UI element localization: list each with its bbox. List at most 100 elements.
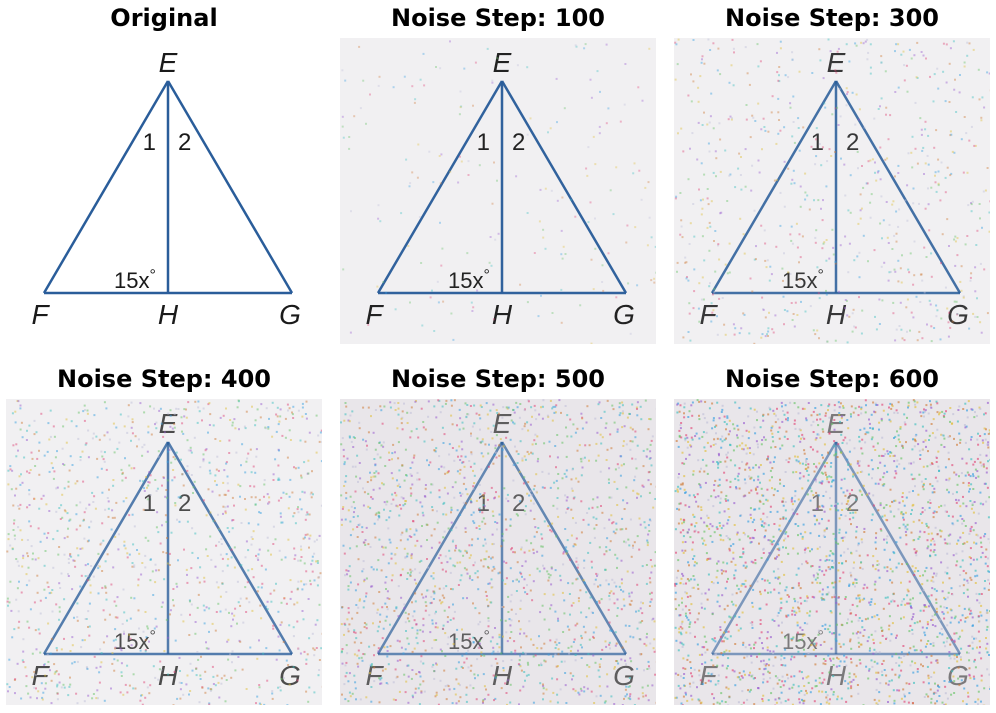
noise-speck [137,609,140,612]
noise-speck [111,652,114,655]
noise-speck [478,642,481,645]
noise-speck [707,516,710,519]
noise-speck [487,625,490,628]
noise-speck [567,646,570,649]
noise-speck [553,411,556,414]
noise-speck [96,457,99,460]
noise-speck [316,619,319,622]
noise-speck [687,279,690,282]
noise-speck [988,72,990,75]
noise-speck [115,426,118,429]
noise-speck [288,407,291,410]
noise-speck [623,540,626,543]
noise-speck [977,698,980,701]
noise-speck [365,577,368,580]
noise-speck [879,178,882,181]
noise-speck [77,411,80,414]
noise-speck [430,546,433,549]
noise-speck [887,138,890,141]
noise-speck [465,686,468,689]
noise-speck [783,323,785,326]
noise-speck [415,499,418,502]
noise-speck [265,647,268,650]
noise-speck [377,204,380,207]
noise-speck [182,484,185,487]
noise-speck [450,509,453,511]
noise-speck [473,474,476,477]
noise-speck [448,453,451,456]
noise-speck [781,267,784,270]
noise-speck [514,649,517,652]
noise-speck [15,598,18,601]
noise-speck [540,406,542,409]
noise-speck [376,568,378,571]
noise-speck [291,491,294,494]
noise-speck [428,150,431,153]
noise-speck [756,492,759,495]
noise-speck [899,427,902,430]
noise-speck [405,680,408,683]
noise-speck [555,466,557,469]
noise-speck [120,649,123,652]
noise-speck [219,440,222,442]
noise-speck [696,158,699,161]
noise-speck [501,606,503,608]
noise-speck [365,627,368,630]
noise-speck [649,519,652,522]
noise-speck [625,241,628,244]
noise-speck [553,481,556,484]
noise-speck [440,561,443,564]
noise-speck [348,672,351,675]
noise-speck [924,128,927,131]
noise-speck [712,639,715,642]
noise-speck [728,516,731,518]
noise-speck [557,653,560,656]
noise-speck [461,461,464,464]
noise-speck [530,406,533,409]
noise-speck [981,96,984,99]
noise-speck [386,650,389,652]
noise-speck [706,421,709,424]
noise-speck [564,405,567,407]
noise-speck [728,650,731,653]
noise-speck [742,312,745,315]
noise-speck [948,101,951,103]
noise-speck [601,281,604,283]
noise-speck [208,702,211,705]
noise-speck [971,200,974,203]
noise-speck [454,544,457,547]
noise-speck [409,467,412,469]
noise-speck [106,553,109,556]
noise-speck [936,659,939,662]
noise-speck [860,41,863,44]
noise-speck [560,660,563,663]
noise-speck [401,428,404,431]
noise-speck [305,417,308,420]
noise-speck [260,703,262,705]
noise-speck [362,568,365,570]
noise-speck [240,464,242,467]
noise-speck [388,459,391,461]
noise-speck [582,518,585,521]
noise-speck [937,182,940,185]
noise-speck [931,618,934,621]
noise-speck [533,252,536,254]
noise-speck [770,111,773,114]
noise-speck [798,70,801,73]
noise-speck [929,502,932,504]
noise-speck [844,598,847,600]
noise-speck [574,215,577,218]
noise-speck [288,624,291,627]
noise-speck [904,423,907,426]
noise-speck [906,528,909,531]
noise-speck [859,193,862,196]
noise-speck [359,598,361,601]
noise-speck [793,597,796,600]
noise-speck [189,446,192,449]
noise-speck [154,423,156,426]
noise-speck [598,601,601,604]
noise-speck [28,493,31,496]
noise-speck [14,692,16,695]
noise-speck [675,43,678,46]
noise-speck [635,406,638,409]
